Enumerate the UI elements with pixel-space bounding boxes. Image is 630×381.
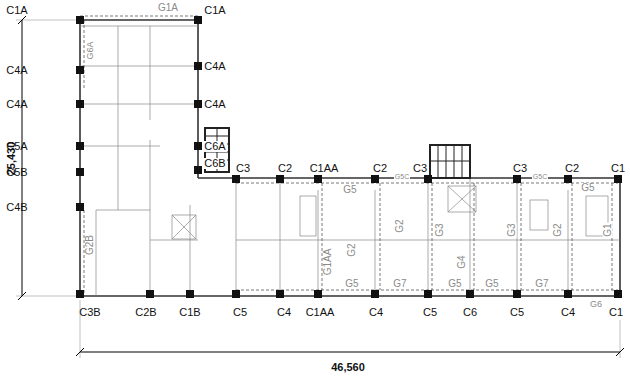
column-label: C4A xyxy=(5,99,28,110)
girder-label: G1A xyxy=(157,3,179,13)
girder-label: G5C xyxy=(532,173,548,180)
column-label: C4 xyxy=(368,307,384,318)
column-label: C5 xyxy=(232,307,248,318)
column-label: C4 xyxy=(560,307,576,318)
column-label: C4A xyxy=(203,61,226,72)
column-label: C1A xyxy=(5,5,28,16)
column-label: C1 xyxy=(610,163,626,174)
column-label: C1B xyxy=(178,307,201,318)
column-label: C2B xyxy=(134,307,157,318)
girder-label: G5 xyxy=(342,185,357,195)
column-label: C6 xyxy=(462,307,478,318)
column-label: C5 xyxy=(509,307,525,318)
column-label: C3 xyxy=(412,163,428,174)
column-label: C1A xyxy=(203,5,226,16)
column-label: C6A xyxy=(203,141,226,152)
column-label: C5 xyxy=(422,307,438,318)
column-label: C4A xyxy=(203,99,226,110)
column-label: C5B xyxy=(5,167,28,178)
girder-label: G4 xyxy=(457,254,467,269)
column-label: C3B xyxy=(78,307,101,318)
column-label: C4 xyxy=(276,307,292,318)
column-label: C5A xyxy=(5,141,28,152)
girder-label: G6 xyxy=(589,300,603,309)
girder-label: G1AA xyxy=(323,248,333,277)
girder-label: G2 xyxy=(395,218,405,233)
dimension-label: 46,560 xyxy=(330,362,366,373)
girder-label: G2 xyxy=(553,222,563,237)
girder-label: G5 xyxy=(447,279,462,289)
girder-label: G3 xyxy=(435,222,445,237)
girder-label: G5 xyxy=(484,279,499,289)
column-label: C4A xyxy=(5,65,28,76)
column-label: C1 xyxy=(608,307,624,318)
column-label: C1AA xyxy=(305,307,336,318)
girder-label: G5C xyxy=(394,173,410,180)
girder-label: G1 xyxy=(603,222,613,237)
girder-label: G7 xyxy=(534,279,549,289)
column-label: C3 xyxy=(235,163,251,174)
girder-label: G3 xyxy=(507,222,517,237)
girder-label: G7 xyxy=(392,279,407,289)
girder-label: G2B xyxy=(85,234,95,256)
girder-label: G5 xyxy=(580,183,595,193)
column-label: C2 xyxy=(564,163,580,174)
column-label: C6B xyxy=(203,158,226,169)
column-label: C1AA xyxy=(309,163,340,174)
column-label: C3 xyxy=(512,163,528,174)
girder-label: G6A xyxy=(85,40,94,60)
girder-label: G2 xyxy=(347,242,357,257)
column-label: C4B xyxy=(5,202,28,213)
column-label: C2 xyxy=(372,163,388,174)
column-label: C2 xyxy=(277,163,293,174)
girder-label: G5 xyxy=(344,279,359,289)
